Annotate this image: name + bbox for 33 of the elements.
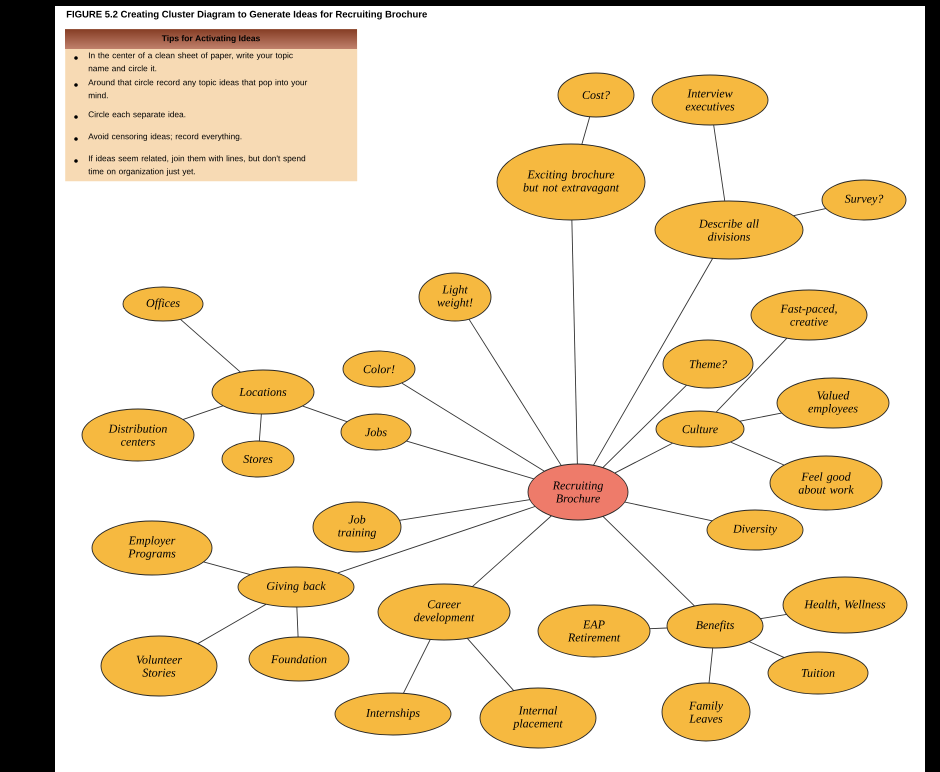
connector-line	[614, 442, 673, 474]
connector-line	[402, 639, 431, 694]
connector-line	[182, 405, 224, 420]
connector-line	[716, 338, 788, 413]
connector-line	[180, 319, 241, 373]
connector-line	[602, 516, 695, 606]
connector-line	[708, 648, 714, 684]
connector-line	[401, 382, 545, 472]
connector-line	[793, 208, 826, 216]
connector-line	[593, 258, 714, 466]
connector-line	[203, 562, 251, 576]
connector-line	[466, 638, 514, 692]
connector-line	[406, 440, 534, 480]
connector-line	[713, 124, 726, 202]
connector-line	[197, 604, 266, 644]
tips-box: Tips for Activating Ideas In the center of a clean sheet of paper, write your topic name and circle it. Around that circle record any topic ideas that pop into your mind. Circle each separate idea. Avoid censoring ideas; record everything. If ideas seem related, join them with lines, but don't spend time on organization just yet.	[65, 29, 358, 182]
connector-line	[624, 502, 713, 522]
connector-line	[302, 406, 348, 422]
connector-line	[748, 641, 784, 658]
connector-line	[581, 116, 590, 145]
connector-line	[472, 515, 552, 587]
connector-line	[468, 318, 562, 466]
connector-line	[296, 606, 299, 638]
connector-line	[650, 628, 668, 630]
figure-title: FIGURE 5.2 Creating Cluster Diagram to Generate Ideas for Recruiting Brochure	[66, 10, 427, 20]
connector-line	[760, 614, 787, 620]
connector-line	[258, 414, 262, 442]
connector-line	[730, 442, 784, 466]
connector-line	[571, 220, 578, 464]
connector-line	[739, 412, 782, 422]
connector-line	[399, 499, 530, 521]
connector-line	[602, 384, 687, 468]
connector-line	[337, 506, 536, 574]
